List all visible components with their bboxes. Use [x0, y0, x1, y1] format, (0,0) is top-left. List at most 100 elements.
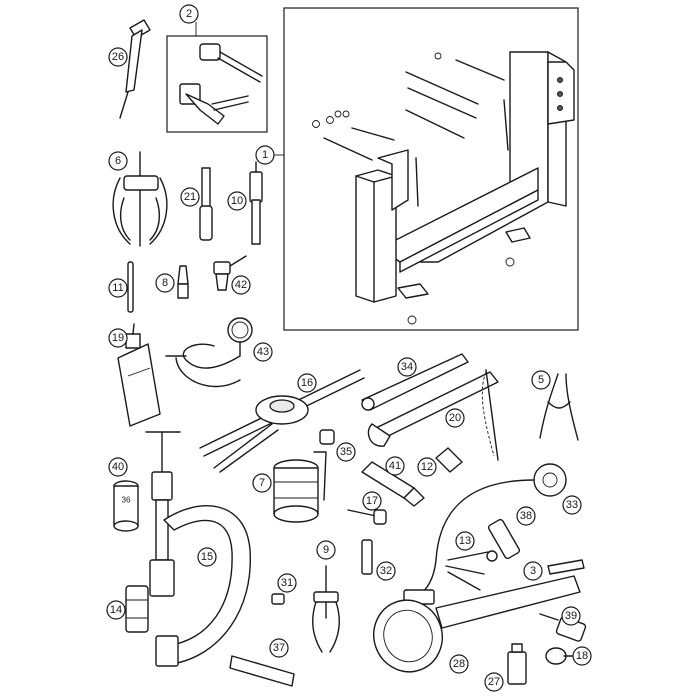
- svg-text:35: 35: [340, 446, 352, 458]
- svg-text:19: 19: [112, 332, 124, 344]
- callout-28: 28: [449, 654, 469, 674]
- callout-1: 1: [255, 145, 275, 165]
- part-2-frame-box: [166, 35, 268, 133]
- svg-text:21: 21: [184, 191, 196, 203]
- callout-11: 11: [108, 278, 128, 298]
- callout-31: 31: [277, 573, 297, 593]
- part-6-puller: [112, 151, 168, 247]
- callout-37: 37: [269, 638, 289, 658]
- part-28-clutch-holder: [373, 575, 581, 673]
- callout-42: 42: [231, 275, 251, 295]
- svg-text:3: 3: [530, 565, 536, 577]
- callout-14: 14: [106, 600, 126, 620]
- svg-text:31: 31: [281, 577, 293, 589]
- part-42-tool: [213, 255, 247, 291]
- callout-33: 33: [562, 495, 582, 515]
- part-18-tool: [545, 647, 579, 665]
- svg-text:1: 1: [262, 149, 268, 161]
- svg-text:7: 7: [259, 477, 265, 489]
- part-10-tool: [249, 161, 263, 245]
- callout-40: 40: [108, 457, 128, 477]
- part-27-bottle: [507, 643, 527, 685]
- svg-text:17: 17: [366, 495, 378, 507]
- svg-text:6: 6: [115, 155, 121, 167]
- callout-32: 32: [376, 561, 396, 581]
- part-2-tool: [179, 43, 263, 125]
- svg-text:37: 37: [273, 642, 285, 654]
- part-5-pliers: [539, 373, 579, 441]
- svg-text:12: 12: [421, 461, 433, 473]
- part-14-tool: [125, 585, 149, 633]
- svg-text:39: 39: [565, 610, 577, 622]
- part-26-tool: [119, 19, 151, 119]
- part-11-pin: [127, 261, 134, 313]
- callout-6: 6: [108, 151, 128, 171]
- svg-text:18: 18: [576, 650, 588, 662]
- part-13-feeler-gauge: [445, 550, 498, 591]
- part-32-tool: [361, 539, 373, 575]
- part-12-tool: [435, 447, 463, 473]
- part-21-tool: [199, 167, 213, 241]
- svg-text:10: 10: [231, 195, 243, 207]
- svg-text:8: 8: [162, 277, 168, 289]
- part-43-gauge: [165, 317, 253, 388]
- svg-text:28: 28: [453, 658, 465, 670]
- part-31-bolt: [271, 593, 285, 605]
- svg-text:5: 5: [538, 374, 544, 386]
- svg-text:15: 15: [201, 551, 213, 563]
- callout-27: 27: [484, 672, 504, 692]
- svg-text:32: 32: [380, 565, 392, 577]
- callout-21: 21: [180, 187, 200, 207]
- svg-text:41: 41: [389, 460, 401, 472]
- callout-16: 16: [297, 373, 317, 393]
- part-9-puller: [311, 565, 341, 653]
- callout-7: 7: [252, 473, 272, 493]
- part-7-ring-compressor: [273, 451, 327, 523]
- callout-2: 2: [179, 4, 199, 24]
- svg-text:14: 14: [110, 604, 122, 616]
- callout-17: 17: [362, 491, 382, 511]
- part-34-spanner: [361, 353, 469, 411]
- svg-text:16: 16: [301, 377, 313, 389]
- callout-38: 38: [516, 506, 536, 526]
- callout-18: 18: [572, 646, 592, 666]
- callout-19: 19: [108, 328, 128, 348]
- callout-39: 39: [561, 606, 581, 626]
- engine-stand: [312, 51, 575, 325]
- svg-text:42: 42: [235, 279, 247, 291]
- part-8-tool: [177, 265, 189, 299]
- svg-text:40: 40: [112, 461, 124, 473]
- part-38-tool: [487, 518, 521, 560]
- callout-35: 35: [336, 442, 356, 462]
- svg-text:38: 38: [520, 510, 532, 522]
- part-41-tool: [361, 461, 425, 507]
- part-15-clamp: [145, 431, 251, 667]
- svg-text:26: 26: [112, 51, 124, 63]
- svg-text:43: 43: [257, 346, 269, 358]
- svg-text:9: 9: [323, 544, 329, 556]
- svg-text:2: 2: [186, 8, 192, 20]
- svg-text:27: 27: [488, 676, 500, 688]
- part-3-shim: [547, 559, 585, 575]
- part-20-chain-wrench: [367, 369, 499, 461]
- callout-12: 12: [417, 457, 437, 477]
- callout-26: 26: [108, 47, 128, 67]
- callout-10: 10: [227, 191, 247, 211]
- engine-stand-frame-box: [283, 7, 579, 331]
- part-17-screw: [347, 509, 387, 525]
- callout-43: 43: [253, 342, 273, 362]
- part-35-nut: [319, 429, 335, 445]
- part-16-tool: [199, 369, 365, 473]
- callout-5: 5: [531, 370, 551, 390]
- callout-20: 20: [445, 408, 465, 428]
- callout-15: 15: [197, 547, 217, 567]
- svg-text:13: 13: [459, 535, 471, 547]
- callout-9: 9: [316, 540, 336, 560]
- part-37-plate: [229, 655, 295, 687]
- callout-3: 3: [523, 561, 543, 581]
- svg-text:34: 34: [401, 361, 413, 373]
- callout-41: 41: [385, 456, 405, 476]
- svg-text:11: 11: [112, 282, 123, 294]
- socket-size-label: 36: [122, 496, 131, 505]
